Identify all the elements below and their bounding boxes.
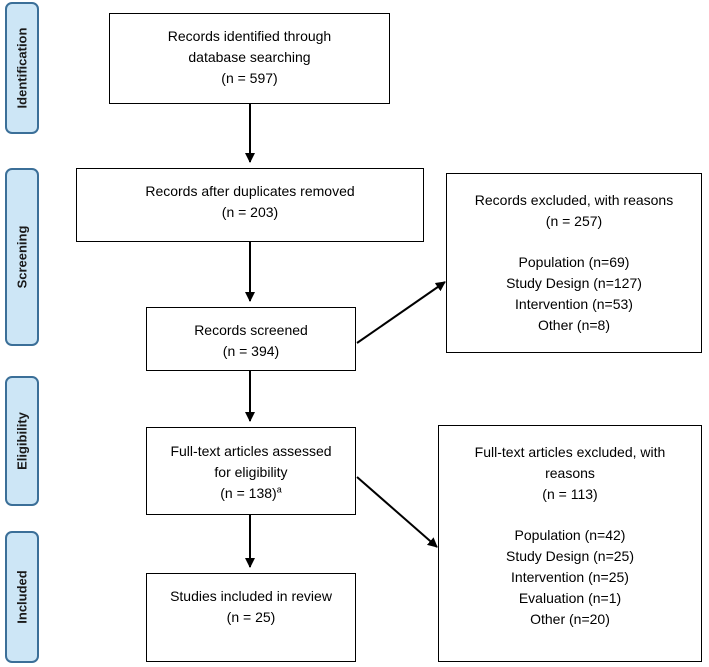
records-identified-count: (n = 597)	[221, 70, 278, 86]
box-fulltext-excluded: Full-text articles excluded, with reason…	[438, 425, 702, 662]
studies-included-line1: Studies included in review	[170, 588, 332, 604]
box-duplicates-removed: Records after duplicates removed (n = 20…	[76, 168, 424, 242]
box-records-screened: Records screened (n = 394)	[146, 307, 356, 371]
fulltext-excluded-reason: Other (n=20)	[530, 611, 610, 627]
box-fulltext-assessed: Full-text articles assessed for eligibil…	[146, 427, 356, 515]
fulltext-excluded-reason: Evaluation (n=1)	[518, 590, 622, 606]
box-records-excluded: Records excluded, with reasons (n = 257)…	[446, 173, 702, 353]
stage-included: Included	[5, 531, 39, 663]
fulltext-assessed-line2: for eligibility	[214, 464, 288, 480]
records-identified-line2: database searching	[188, 49, 311, 65]
fulltext-excluded-line2: reasons	[545, 465, 595, 481]
box-studies-included: Studies included in review (n = 25)	[146, 573, 356, 662]
stage-screening: Screening	[5, 168, 39, 346]
duplicates-removed-count: (n = 203)	[221, 204, 279, 220]
stage-identification: Identification	[5, 2, 39, 134]
fulltext-excluded-reason: Study Design (n=25)	[505, 548, 635, 564]
records-identified-line1: Records identified through	[167, 28, 332, 44]
duplicates-removed-line1: Records after duplicates removed	[145, 183, 355, 199]
fulltext-excluded-reason: Population (n=42)	[514, 527, 626, 543]
studies-included-count: (n = 25)	[226, 609, 276, 625]
arrow-fulltext-to-excluded	[356, 476, 438, 548]
fulltext-excluded-reason: Intervention (n=25)	[511, 569, 629, 585]
box-records-identified: Records identified through database sear…	[109, 13, 390, 104]
records-excluded-line1: Records excluded, with reasons	[474, 192, 674, 208]
fulltext-assessed-count-line: (n = 138)a	[147, 483, 355, 504]
fulltext-assessed-line1: Full-text articles assessed	[170, 443, 332, 459]
arrow-screened-to-excluded	[356, 281, 446, 344]
stage-eligibility: Eligibility	[5, 376, 39, 506]
records-excluded-reason: Population (n=69)	[518, 254, 630, 270]
fulltext-assessed-footnote: a	[276, 484, 282, 495]
fulltext-excluded-count: (n = 113)	[542, 486, 598, 502]
records-excluded-reason: Other (n=8)	[538, 317, 610, 333]
records-excluded-reason: Intervention (n=53)	[515, 296, 633, 312]
fulltext-excluded-line1: Full-text articles excluded, with	[474, 444, 666, 460]
records-excluded-count: (n = 257)	[545, 213, 603, 229]
records-screened-line1: Records screened	[194, 322, 308, 338]
records-screened-count: (n = 394)	[222, 343, 280, 359]
fulltext-assessed-count: (n = 138)	[220, 485, 277, 501]
records-excluded-reason: Study Design (n=127)	[506, 275, 642, 291]
